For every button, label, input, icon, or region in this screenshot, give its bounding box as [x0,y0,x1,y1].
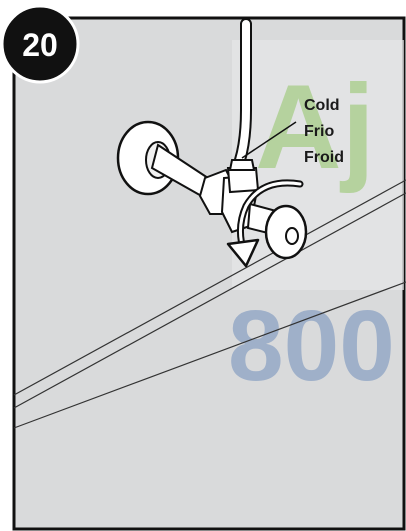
baseboard-lines [13,179,406,429]
turn-direction-arrow-icon [226,179,304,268]
watermark-number: 800 [228,290,395,402]
step-number-badge: 20 [0,4,80,84]
callout-label-cold: Cold [304,97,340,114]
supply-tube [234,18,252,166]
callout-label-froid: Froid [304,149,344,166]
watermark-logo: Aj [255,60,375,194]
valve-handle [264,204,308,260]
callout-label-frio: Frio [304,123,334,140]
callout-leader [241,121,297,159]
step-number: 20 [22,27,58,63]
highlight-region [232,40,404,290]
angle-stop-valve [198,159,281,238]
